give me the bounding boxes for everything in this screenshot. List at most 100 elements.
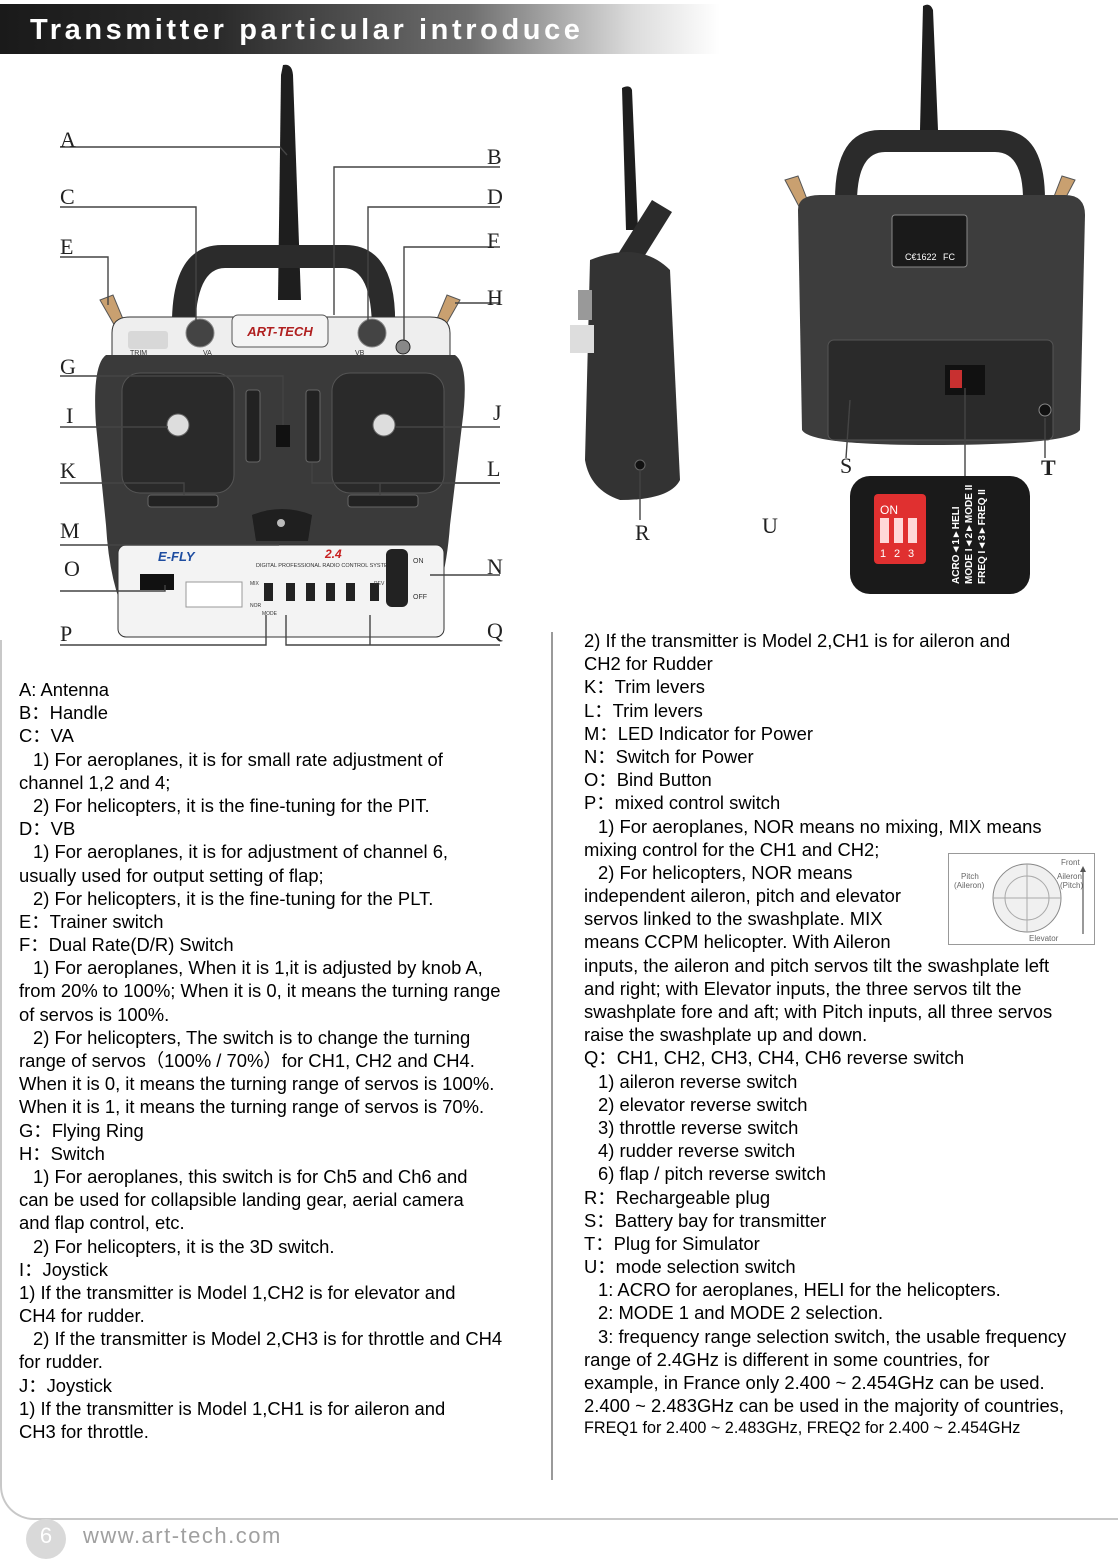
swash-pitch-sub-label: (Aileron) <box>954 881 985 890</box>
text-line: channel 1,2 and 4; <box>19 771 171 793</box>
page-number-badge: 6 <box>26 1519 66 1559</box>
ce-mark: C€1622 <box>905 252 937 262</box>
brand-text: ART-TECH <box>246 324 313 339</box>
swash-aileron-label: Aileron <box>1057 872 1082 881</box>
label-e: E <box>60 234 74 259</box>
mix-marking: MIX <box>250 581 260 587</box>
text-line: T：Plug for Simulator <box>584 1232 760 1254</box>
page-title: Transmitter particular introduce <box>30 14 584 46</box>
text-line: Q：CH1, CH2, CH3, CH4, CH6 reverse switch <box>584 1047 965 1069</box>
text-line: CH2 for Rudder <box>584 653 713 675</box>
dip-row-1: ACRO◄1►HELI <box>951 506 962 584</box>
label-o: O <box>64 556 80 581</box>
dip-switch-closeup: ON 1 2 3 ACRO◄1►HELI MODE I◄2►MODE II FR… <box>850 476 1030 594</box>
label-u: U <box>762 513 778 538</box>
label-h: H <box>487 285 503 310</box>
dip-num-3: 3 <box>908 548 914 560</box>
transmitter-side-photo <box>570 86 680 520</box>
swash-aileron-sub-label: (Pitch) <box>1060 881 1083 890</box>
label-g: G <box>60 354 76 379</box>
text-line: inputs, the aileron and pitch servos til… <box>584 954 1050 976</box>
text-line: means CCPM helicopter. With Aileron <box>584 931 891 953</box>
text-line: from 20% to 100%; When it is 0, it means… <box>19 980 501 1002</box>
transmitter-front-photo: ART-TECH TRIM VA VB E-FLY DIGITAL PROFES… <box>60 64 500 646</box>
dip-on-label: ON <box>880 503 898 517</box>
text-line: D：VB <box>19 818 76 840</box>
right-description-column: 2) If the transmitter is Model 2,CH1 is … <box>584 629 1066 1441</box>
text-line: of servos is 100%. <box>19 1003 170 1025</box>
text-line: swashplate fore and aft; with Pitch inpu… <box>584 1001 1053 1022</box>
text-line: usually used for output setting of flap; <box>19 864 324 886</box>
left-description-column: A: Antenna B：Handle C：VA 1) For aeroplan… <box>19 678 502 1443</box>
text-line: 3: frequency range selection switch, the… <box>598 1325 1067 1347</box>
text-line: I：Joystick <box>19 1258 108 1280</box>
label-f: F <box>487 228 500 253</box>
text-line: 2) For helicopters, The switch is to cha… <box>33 1026 471 1048</box>
text-line: 2) If the transmitter is Model 2,CH1 is … <box>584 630 1011 651</box>
text-line: raise the swashplate up and down. <box>584 1024 868 1046</box>
system-text: DIGITAL PROFESSIONAL RADIO CONTROL SYSTE… <box>256 563 393 569</box>
text-line: 2) For helicopters, NOR means <box>598 861 853 883</box>
text-line: 2: MODE 1 and MODE 2 selection. <box>598 1302 884 1324</box>
label-r: R <box>635 520 650 545</box>
nor-marking: NOR <box>250 603 262 609</box>
text-line: 6) flap / pitch reverse switch <box>598 1163 826 1185</box>
text-line: S：Battery bay for transmitter <box>584 1209 827 1231</box>
text-line: and flap control, etc. <box>19 1212 185 1234</box>
label-p: P <box>60 621 73 646</box>
header-banner: Transmitter particular introduce <box>0 4 720 54</box>
text-line: 2) For helicopters, it is the fine-tunin… <box>33 794 430 816</box>
text-line: 1) For aeroplanes, this switch is for Ch… <box>33 1165 468 1187</box>
label-q: Q <box>487 618 503 643</box>
text-line: U：mode selection switch <box>584 1256 796 1278</box>
column-divider <box>551 632 553 1480</box>
band-text: 2.4 <box>324 547 342 561</box>
text-line: P：mixed control switch <box>584 792 781 814</box>
text-line: 1) For aeroplanes, it is for small rate … <box>33 748 443 770</box>
mode-marking: MODE <box>262 611 278 617</box>
text-line: 2) For helicopters, it is the 3D switch. <box>33 1235 335 1257</box>
text-line: 1) aileron reverse switch <box>598 1070 798 1092</box>
text-line: H：Switch <box>19 1142 105 1164</box>
va-marking: VA <box>203 350 212 357</box>
text-line: B：Handle <box>19 702 108 724</box>
label-a: A <box>60 127 76 152</box>
text-line: C：VA <box>19 725 74 747</box>
label-n: N <box>487 554 503 579</box>
text-line: 1: ACRO for aeroplanes, HELI for the hel… <box>598 1279 1001 1301</box>
swash-pitch-label: Pitch <box>961 872 979 881</box>
text-line: 1) If the transmitter is Model 1,CH1 is … <box>19 1397 446 1419</box>
dip-num-2: 2 <box>894 548 900 560</box>
content-frame <box>0 640 1118 1520</box>
dip-row-2: MODE I◄2►MODE II <box>964 485 975 584</box>
text-line: can be used for collapsible landing gear… <box>19 1189 464 1211</box>
label-c: C <box>60 184 75 209</box>
text-line: When it is 0, it means the turning range… <box>19 1073 495 1095</box>
label-k: K <box>60 458 76 483</box>
text-line: R：Rechargeable plug <box>584 1186 771 1208</box>
text-line: CH4 for rudder. <box>19 1305 145 1327</box>
text-line: 1) For aeroplanes, it is for adjustment … <box>33 841 449 863</box>
text-line: mixing control for the CH1 and CH2; <box>584 838 880 860</box>
text-line: G：Flying Ring <box>19 1119 144 1141</box>
transmitter-back-photo: C€1622 FC <box>784 4 1085 480</box>
text-line: E：Trainer switch <box>19 910 164 932</box>
text-line: When it is 1, it means the turning range… <box>19 1096 485 1118</box>
text-line: 2) If the transmitter is Model 2,CH3 is … <box>33 1328 503 1350</box>
text-line: servos linked to the swashplate. MIX <box>584 908 883 930</box>
model-text: E-FLY <box>158 549 196 564</box>
rev-marking: REV <box>374 581 385 587</box>
text-line: and right; with Elevator inputs, the thr… <box>584 977 1022 999</box>
label-i: I <box>66 403 74 428</box>
text-line: for rudder. <box>19 1351 103 1373</box>
text-line: 1) If the transmitter is Model 1,CH2 is … <box>19 1281 456 1303</box>
swashplate-diagram: Front Pitch (Aileron) Aileron (Pitch) El… <box>948 853 1095 945</box>
footer-url: www.art-tech.com <box>83 1523 282 1548</box>
label-d: D <box>487 184 503 209</box>
text-line: 4) rudder reverse switch <box>598 1140 796 1162</box>
label-t: T <box>1041 455 1056 480</box>
text-line: range of 2.4GHz is different in some cou… <box>584 1348 990 1370</box>
trim-marking: TRIM <box>130 350 147 357</box>
text-line: N：Switch for Power <box>584 745 754 767</box>
text-line: example, in France only 2.400 ~ 2.454GHz… <box>584 1372 1045 1393</box>
